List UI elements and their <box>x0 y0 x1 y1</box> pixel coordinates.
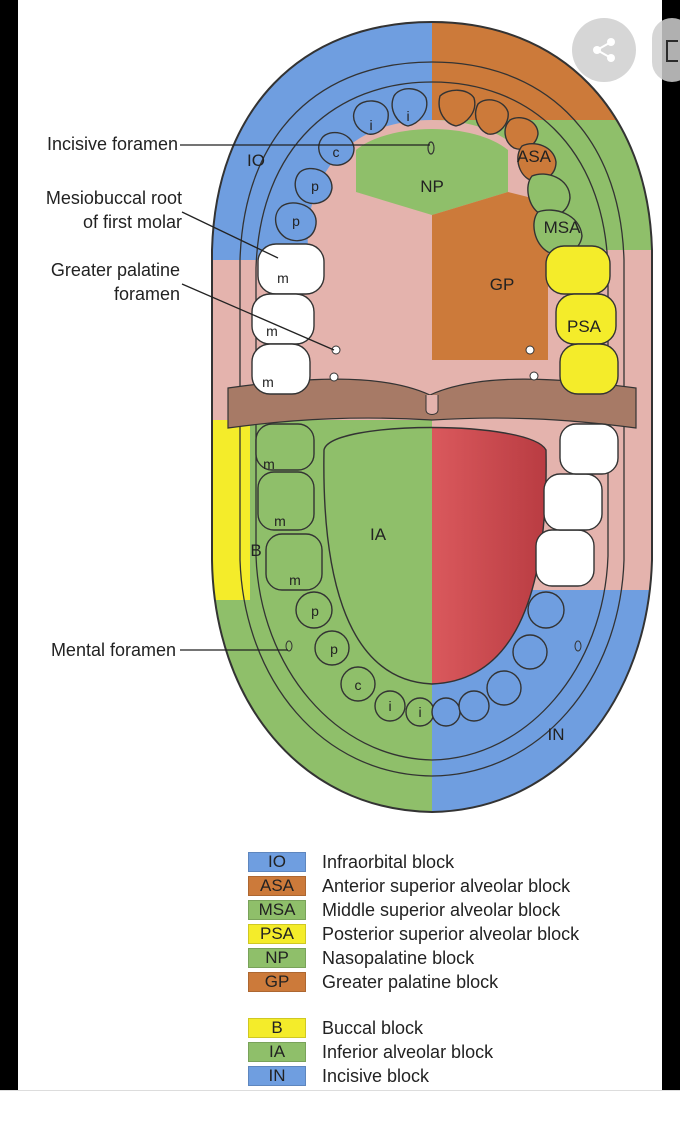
label-greater-palatine-2: foramen <box>114 284 180 304</box>
tooth-label-i: i <box>406 108 409 124</box>
legend-text-io: Infraorbital block <box>322 851 455 872</box>
legend-row-msa: MSA Middle superior alveolar block <box>248 898 668 922</box>
mental-foramen-mark <box>285 640 293 652</box>
legend-text-msa: Middle superior alveolar block <box>322 899 561 920</box>
zone-label-gp: GP <box>490 275 515 294</box>
legend-text-ia: Inferior alveolar block <box>322 1041 494 1062</box>
tooth-label-m: m <box>262 374 274 390</box>
tooth-label-m: m <box>277 270 289 286</box>
mesiobuccal-root-leader <box>181 211 279 259</box>
legend-row-ia: IA Inferior alveolar block <box>248 1040 668 1064</box>
legend-swatch-msa: MSA <box>248 900 306 920</box>
legend-row-io: IO Infraorbital block <box>248 850 668 874</box>
legend-swatch-io: IO <box>248 852 306 872</box>
legend-text-psa: Posterior superior alveolar block <box>322 923 580 944</box>
left-frame-bar <box>0 0 18 1090</box>
legend-row-gp: GP Greater palatine block <box>248 970 668 994</box>
legend-text-in: Incisive block <box>322 1065 430 1086</box>
zone-label-in: IN <box>548 725 565 744</box>
greater-palatine-leader <box>181 283 335 351</box>
tooth-label-p: p <box>330 641 338 657</box>
share-button[interactable] <box>572 18 636 82</box>
greater-palatine-foramen-left <box>331 345 341 355</box>
tooth-label-m: m <box>274 513 286 529</box>
incisive-foramen-mark <box>427 141 435 155</box>
lower-teeth <box>255 423 619 727</box>
tooth-label-c: c <box>333 144 340 160</box>
tooth-label-p: p <box>311 603 319 619</box>
mouth-anesthesia-diagram: Incisive foramen Mesiobuccal root of fir… <box>46 20 653 814</box>
tooth-label-i: i <box>418 704 421 720</box>
label-mesiobuccal-root-1: Mesiobuccal root <box>46 188 182 208</box>
right-frame-bar <box>662 0 680 1090</box>
label-incisive-foramen: Incisive foramen <box>47 134 178 154</box>
uvula <box>425 395 439 415</box>
legend-swatch-ia: IA <box>248 1042 306 1062</box>
tooth-label-c: c <box>355 677 362 693</box>
legend-row-asa: ASA Anterior superior alveolar block <box>248 874 668 898</box>
greater-palatine-foramen-right <box>525 345 535 355</box>
legend: IO Infraorbital block ASA Anterior super… <box>248 850 668 1088</box>
legend-text-gp: Greater palatine block <box>322 971 499 992</box>
tooth-label-p: p <box>292 213 300 229</box>
tooth-label-p: p <box>311 178 319 194</box>
zone-label-psa: PSA <box>567 317 602 336</box>
legend-swatch-gp: GP <box>248 972 306 992</box>
tooth-label-m: m <box>266 323 278 339</box>
tooth-labels: i i c p p m m m m m m p p c i i <box>262 108 421 720</box>
legend-text-b: Buccal block <box>322 1017 424 1038</box>
label-mesiobuccal-root-2: of first molar <box>83 212 182 232</box>
zone-label-np: NP <box>420 177 444 196</box>
tongue-ia-half <box>323 421 432 684</box>
legend-text-np: Nasopalatine block <box>322 947 475 968</box>
zone-np-fill <box>356 129 508 215</box>
mucosa-outline-outer <box>239 61 625 777</box>
zone-label-asa: ASA <box>517 147 552 166</box>
legend-row-b: B Buccal block <box>248 1016 668 1040</box>
mucosa-outline-inner <box>255 81 609 761</box>
label-mental-foramen: Mental foramen <box>51 640 176 660</box>
legend-swatch-asa: ASA <box>248 876 306 896</box>
tooth-label-i: i <box>388 698 391 714</box>
legend-swatch-np: NP <box>248 948 306 968</box>
more-icon <box>666 40 678 62</box>
legend-row-psa: PSA Posterior superior alveolar block <box>248 922 668 946</box>
zone-gp-fill <box>432 192 548 360</box>
tooth-label-m: m <box>289 572 301 588</box>
upper-teeth <box>251 88 619 395</box>
share-icon <box>593 38 615 62</box>
legend-row-np: NP Nasopalatine block <box>248 946 668 970</box>
legend-swatch-b: B <box>248 1018 306 1038</box>
tooth-label-i: i <box>369 117 372 133</box>
zone-label-ia: IA <box>370 525 387 544</box>
legend-swatch-psa: PSA <box>248 924 306 944</box>
label-greater-palatine-1: Greater palatine <box>51 260 180 280</box>
legend-text-asa: Anterior superior alveolar block <box>322 875 571 896</box>
bottom-bar <box>0 1090 680 1123</box>
tooth-label-m: m <box>263 456 275 472</box>
zone-label-b: B <box>250 541 261 560</box>
legend-row-in: IN Incisive block <box>248 1064 668 1088</box>
more-button[interactable] <box>652 18 680 82</box>
zone-label-msa: MSA <box>544 218 582 237</box>
zone-label-io: IO <box>247 151 265 170</box>
legend-swatch-in: IN <box>248 1066 306 1086</box>
